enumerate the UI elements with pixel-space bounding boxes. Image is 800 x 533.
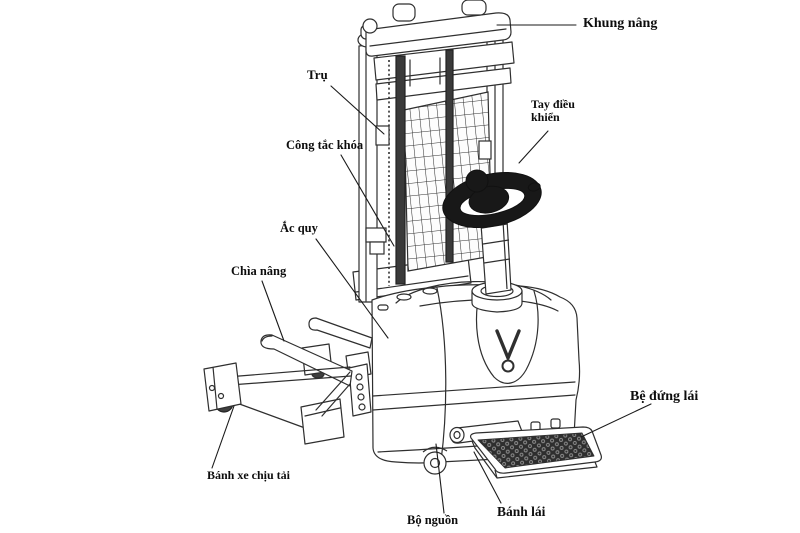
- label-drive-wheel: Bánh lái: [497, 504, 546, 519]
- label-lifting-frame: Khung nâng: [583, 16, 658, 31]
- label-lifting-fork: Chìa nâng: [231, 264, 287, 278]
- leader-lines: [211, 24, 652, 514]
- tiller-head: [442, 169, 542, 228]
- label-standing-platform: Bệ đứng lái: [630, 389, 699, 404]
- v-logo: [495, 329, 521, 373]
- label-control-handle: Tay điều khiển: [531, 97, 575, 125]
- standing-platform: [449, 418, 602, 479]
- label-power-unit: Bộ nguồn: [407, 513, 459, 527]
- label-mast: Trụ: [307, 67, 328, 82]
- fork-prongs: [260, 317, 373, 417]
- machine-body: [371, 281, 581, 464]
- caster-wheel: [422, 446, 448, 475]
- label-battery: Ắc quy: [280, 221, 318, 235]
- label-lock-switch: Công tắc khóa: [286, 138, 364, 152]
- label-load-wheel: Bánh xe chịu tải: [207, 468, 291, 482]
- outrigger-leg: [226, 366, 352, 445]
- load-wheel-bracket: [203, 362, 242, 413]
